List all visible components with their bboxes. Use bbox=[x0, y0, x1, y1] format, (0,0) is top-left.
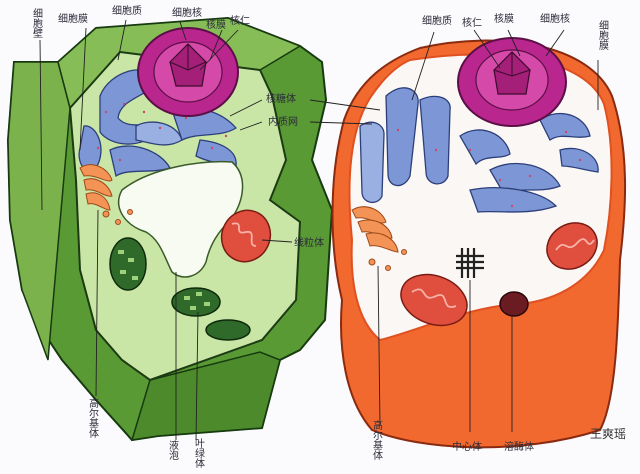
labels: 细胞壁 细胞膜 细胞质 细胞核 核膜 核仁 核糖体 内质网 线粒体 高尔基体 液… bbox=[31, 4, 627, 469]
animal-label-nuclear-membrane: 核膜 bbox=[494, 12, 514, 25]
plant-label-cytoplasm: 细胞质 bbox=[112, 4, 142, 17]
plant-label-cell-wall: 细胞壁 bbox=[31, 7, 43, 38]
plant-label-nuclear-membrane: 核膜 bbox=[206, 18, 226, 31]
animal-cell bbox=[331, 37, 627, 449]
animal-lysosome bbox=[499, 291, 529, 317]
animal-centrosome bbox=[456, 248, 484, 278]
plant-label-nucleus: 细胞核 bbox=[172, 6, 202, 19]
label-endoplasmic-reticulum: 内质网 bbox=[268, 115, 298, 128]
animal-label-golgi: 高尔基体 bbox=[371, 419, 383, 461]
plant-label-cell-membrane: 细胞膜 bbox=[58, 12, 88, 25]
plant-ribosomes bbox=[96, 102, 228, 162]
animal-golgi bbox=[351, 206, 407, 271]
plant-mitochondrion bbox=[220, 209, 272, 263]
animal-mitochondrion bbox=[400, 273, 468, 327]
plant-chloroplast bbox=[205, 319, 251, 341]
plant-label-vacuole: 液泡 bbox=[167, 439, 179, 460]
animal-er bbox=[359, 87, 599, 213]
plant-chloroplast bbox=[109, 237, 147, 291]
animal-mitochondrion bbox=[546, 222, 598, 270]
plant-label-golgi: 高尔基体 bbox=[87, 397, 99, 439]
label-mitochondrion: 线粒体 bbox=[294, 236, 324, 249]
plant-wall-facet bbox=[130, 351, 281, 441]
plant-label-chloroplast: 叶绿体 bbox=[193, 438, 205, 469]
leader-lines bbox=[39, 19, 599, 441]
animal-label-lysosome: 溶酶体 bbox=[504, 440, 534, 453]
plant-nucleus bbox=[137, 27, 239, 117]
signature: 王爽瑶 bbox=[590, 427, 626, 441]
plant-chloroplast bbox=[171, 287, 221, 317]
label-ribosome: 核糖体 bbox=[266, 92, 296, 105]
animal-label-nucleus: 细胞核 bbox=[540, 12, 570, 25]
animal-label-nucleolus: 核仁 bbox=[462, 16, 482, 29]
animal-nucleus bbox=[457, 37, 567, 127]
plant-label-nucleolus: 核仁 bbox=[230, 14, 250, 27]
animal-label-cytoplasm: 细胞质 bbox=[422, 14, 452, 27]
plant-vacuole bbox=[117, 160, 244, 278]
plant-cell bbox=[6, 16, 334, 442]
animal-label-cell-membrane: 细胞膜 bbox=[597, 19, 609, 51]
plant-golgi bbox=[79, 164, 133, 225]
animal-label-centrosome: 中心体 bbox=[452, 440, 482, 453]
